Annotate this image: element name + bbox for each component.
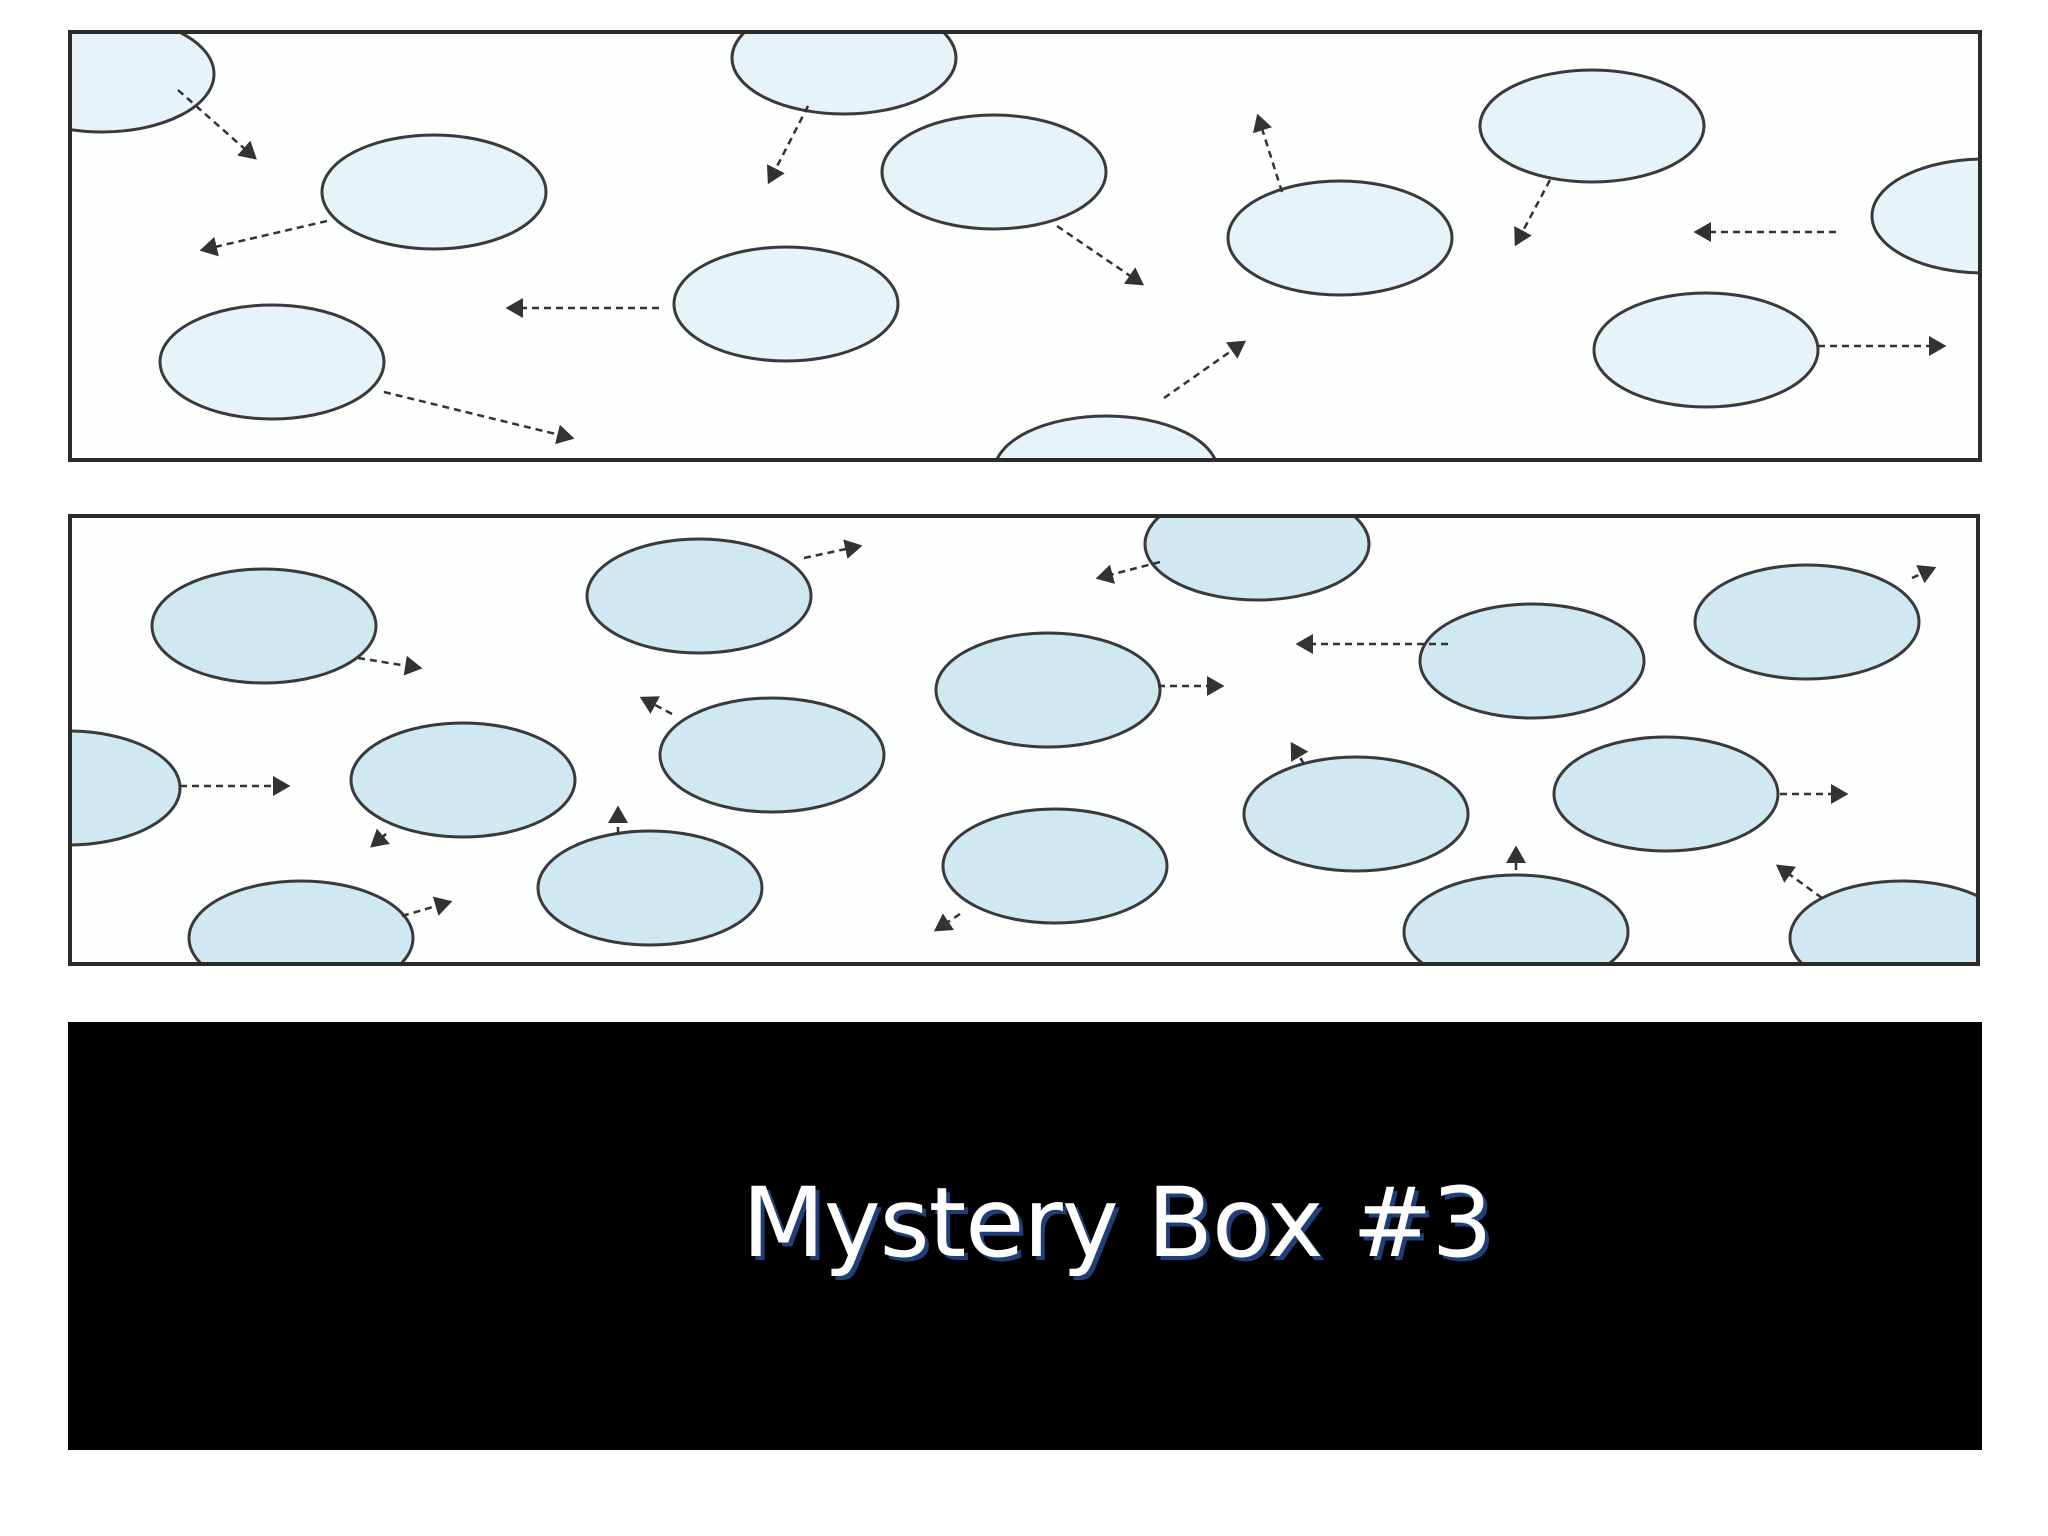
particle (72, 729, 182, 847)
motion-arrow (1252, 113, 1284, 193)
particle (672, 245, 900, 363)
particle (72, 34, 216, 134)
mystery-box-title: Mystery Box #3 (742, 1167, 1493, 1279)
particle (1143, 518, 1371, 602)
particle (880, 113, 1108, 231)
motion-arrow (639, 696, 673, 716)
motion-arrow (383, 390, 575, 445)
mystery-box (68, 1022, 1982, 1450)
particle (349, 721, 577, 839)
motion-arrow (1290, 741, 1309, 765)
particle-diagram-dense (72, 518, 1976, 962)
motion-arrow (199, 219, 328, 257)
motion-arrow (1095, 560, 1161, 584)
particle (1402, 873, 1630, 962)
motion-arrow (401, 896, 453, 918)
particle (1242, 755, 1470, 873)
particle (1870, 157, 1978, 275)
motion-arrow (1056, 224, 1145, 286)
particle (1788, 879, 1976, 962)
particle (1693, 563, 1921, 681)
motion-arrow (1775, 864, 1823, 900)
particle (1592, 291, 1820, 409)
motion-arrow (803, 539, 863, 560)
particle (1478, 68, 1706, 184)
particle (320, 133, 548, 251)
motion-arrow (370, 828, 390, 848)
motion-arrow (177, 89, 257, 160)
particle (158, 303, 386, 421)
particle (585, 537, 813, 655)
motion-arrow (1911, 565, 1937, 584)
motion-arrow (357, 655, 423, 676)
motion-arrow (766, 105, 810, 185)
particle (934, 631, 1162, 749)
motion-arrow (933, 912, 961, 932)
particle-box-dense (68, 514, 1980, 966)
particle (1552, 735, 1780, 853)
particle (730, 34, 958, 116)
particle (1226, 179, 1454, 297)
motion-arrow (1163, 340, 1247, 400)
particle (187, 879, 415, 962)
particle-box-sparse (68, 30, 1982, 462)
particle (995, 414, 1217, 458)
particle-diagram-sparse (72, 34, 1978, 458)
particle (941, 807, 1169, 925)
particle (658, 696, 886, 814)
particle (1418, 602, 1646, 720)
particle (536, 829, 764, 947)
particle (150, 567, 378, 685)
motion-arrow (1514, 179, 1552, 247)
